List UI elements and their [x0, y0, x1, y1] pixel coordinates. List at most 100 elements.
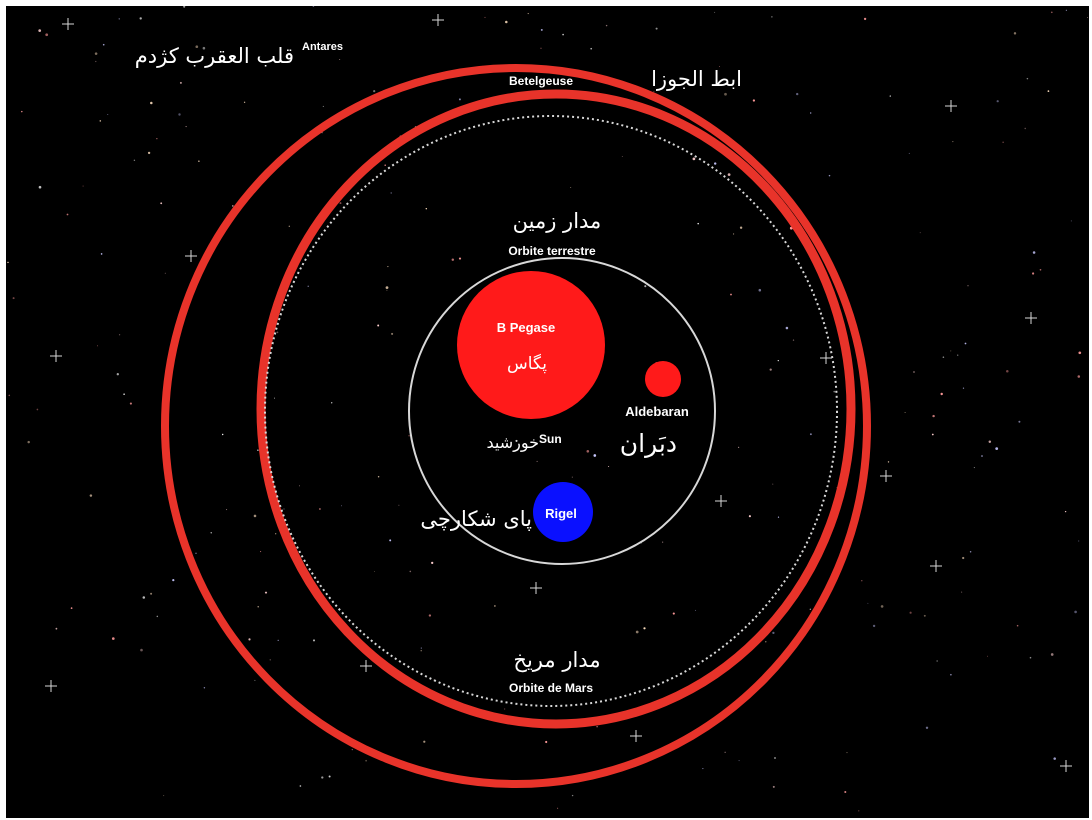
background-star	[792, 339, 795, 341]
background-star	[586, 450, 590, 453]
sparkle-star	[185, 250, 197, 262]
background-star	[940, 392, 943, 396]
rigel-label: Rigel	[545, 506, 577, 521]
background-star	[36, 408, 39, 411]
background-star	[571, 794, 574, 797]
background-star	[765, 641, 767, 643]
b-pegase-star	[457, 271, 605, 419]
background-star	[365, 759, 367, 762]
background-star	[950, 673, 952, 676]
background-star	[374, 570, 375, 572]
background-star	[283, 508, 285, 510]
background-star	[139, 17, 142, 20]
background-star	[253, 514, 257, 518]
background-star	[150, 101, 153, 105]
sparkle-star	[530, 582, 542, 594]
background-star	[458, 257, 462, 260]
background-star	[621, 155, 623, 157]
background-star	[38, 185, 42, 189]
background-star	[995, 447, 999, 450]
background-star	[428, 614, 432, 617]
background-star	[156, 615, 159, 618]
background-star	[772, 785, 775, 788]
background-star	[66, 213, 69, 216]
background-star	[116, 373, 119, 376]
background-star	[27, 440, 30, 444]
background-star	[111, 637, 115, 640]
background-star	[458, 98, 461, 101]
background-star	[672, 612, 675, 615]
antares-persian-label: قلب العقرب کژدم	[135, 44, 294, 68]
background-star	[198, 160, 200, 162]
background-star	[94, 52, 98, 55]
background-star	[339, 202, 342, 205]
background-star	[129, 402, 132, 405]
sparkle-star	[1060, 760, 1072, 772]
background-star	[142, 596, 146, 599]
background-star	[156, 138, 158, 140]
background-star	[254, 679, 256, 681]
background-star	[178, 113, 181, 116]
background-star	[147, 151, 151, 155]
background-star	[810, 112, 812, 114]
background-star	[1002, 141, 1004, 143]
background-star	[95, 60, 97, 63]
background-star	[562, 33, 564, 36]
background-star	[269, 659, 271, 661]
background-star	[777, 516, 780, 518]
background-star	[38, 29, 42, 32]
background-star	[1087, 17, 1088, 18]
background-star	[307, 285, 309, 287]
sparkle-star	[360, 660, 372, 672]
background-star	[312, 6, 315, 7]
background-star	[118, 18, 120, 20]
background-star	[277, 639, 279, 642]
background-star	[82, 185, 84, 187]
background-star	[328, 775, 331, 778]
background-star	[692, 157, 696, 161]
background-star	[752, 99, 756, 102]
background-star	[557, 807, 559, 809]
background-star	[969, 550, 972, 553]
background-star	[231, 205, 234, 207]
background-star	[203, 687, 206, 689]
background-star	[390, 192, 392, 194]
background-star	[260, 551, 262, 553]
earth-orbit	[408, 257, 716, 565]
background-star	[771, 16, 773, 18]
background-star	[570, 187, 572, 188]
antares-ring	[161, 64, 871, 788]
background-star	[738, 760, 740, 762]
background-star	[809, 433, 812, 436]
b-pegase-label: B Pegase	[497, 320, 556, 335]
background-star	[571, 476, 573, 478]
background-star	[1047, 90, 1050, 92]
background-star	[844, 790, 847, 794]
background-star	[973, 467, 975, 469]
background-star	[1064, 510, 1067, 513]
background-star	[1050, 653, 1054, 656]
background-star	[861, 580, 863, 582]
background-star	[164, 272, 166, 274]
background-star	[377, 324, 380, 327]
background-star	[160, 202, 163, 205]
background-star	[288, 225, 290, 227]
background-star	[774, 757, 776, 759]
sparkle-star	[880, 470, 892, 482]
background-star	[431, 561, 434, 565]
background-star	[887, 461, 890, 463]
aldebaran-label: Aldebaran	[625, 404, 689, 419]
background-star	[1016, 624, 1019, 627]
background-star	[504, 708, 506, 710]
background-star	[1078, 540, 1080, 542]
sparkle-star	[432, 14, 444, 26]
rigel-star	[533, 482, 593, 542]
background-star	[1078, 351, 1082, 355]
background-star	[425, 207, 428, 210]
background-star	[423, 740, 426, 743]
background-star	[299, 485, 300, 487]
background-star	[1024, 127, 1026, 130]
background-star	[1053, 757, 1056, 760]
background-star	[202, 46, 206, 50]
antares-label: Antares	[302, 41, 343, 53]
